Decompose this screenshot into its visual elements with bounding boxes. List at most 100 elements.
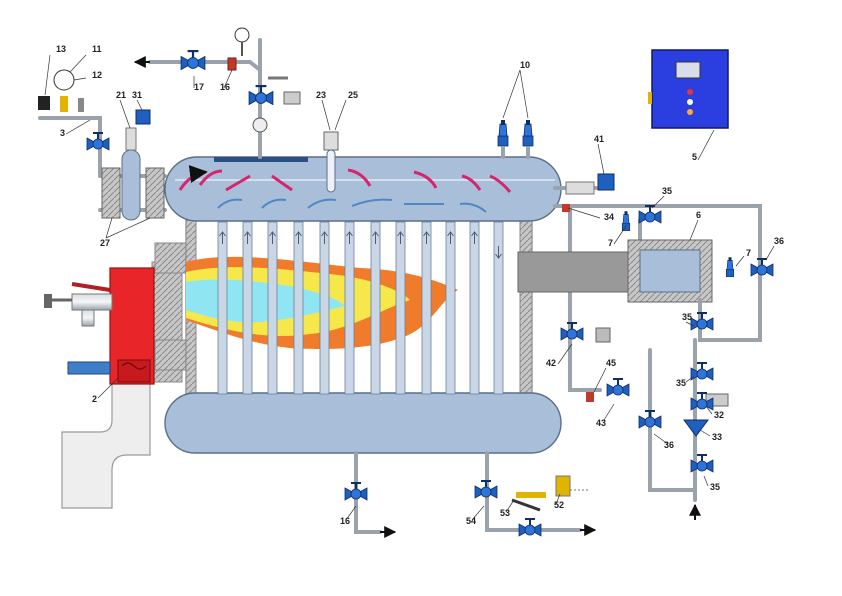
callout-number: 54 <box>466 516 476 526</box>
flow-arrow-icon <box>471 231 478 244</box>
callout-number: 43 <box>596 418 606 428</box>
callout-leader <box>593 367 607 393</box>
callout-number: 31 <box>132 90 142 100</box>
safety-valve-icon[interactable] <box>522 119 534 147</box>
flow-arrow-icon <box>219 231 226 244</box>
callout-number: 34 <box>604 212 614 222</box>
callout-leader <box>65 119 91 135</box>
callout-number: 5 <box>692 152 697 162</box>
callout-leader <box>345 505 357 521</box>
fire-tube <box>469 221 480 395</box>
valve-icon[interactable] <box>560 322 584 341</box>
callout-number: 2 <box>92 394 97 404</box>
fire-tubes <box>217 221 504 395</box>
callout-leader <box>703 475 709 487</box>
callout-leader <box>557 343 573 365</box>
flow-arrow-icon <box>495 246 502 259</box>
callout-number: 35 <box>682 312 692 322</box>
callout-number: 35 <box>710 482 720 492</box>
valve-icon[interactable] <box>248 85 274 106</box>
callout-leader <box>73 77 87 81</box>
callout-number: 23 <box>316 90 326 100</box>
valve-icon[interactable] <box>518 518 542 537</box>
callout-number: 6 <box>696 210 701 220</box>
callout-number: 17 <box>194 82 204 92</box>
flue-duct <box>61 379 151 509</box>
callout-leader <box>136 99 143 111</box>
fire-tube <box>293 221 304 395</box>
fire-tube <box>217 221 228 395</box>
valve-icon[interactable] <box>86 132 110 151</box>
fire-tube <box>370 221 381 395</box>
callout-leader <box>699 429 711 437</box>
valve-icon[interactable] <box>180 50 206 71</box>
callout-leader <box>321 99 331 131</box>
callout-leader <box>471 505 485 521</box>
fire-tube <box>493 221 504 395</box>
callout-leader <box>502 69 529 119</box>
callout-leader <box>685 375 695 383</box>
valve-icon[interactable] <box>690 312 714 331</box>
callout-leader <box>119 99 131 129</box>
sensor-icon <box>586 392 594 402</box>
flow-arrow-icon <box>346 231 353 244</box>
valve-icon[interactable] <box>750 258 774 277</box>
safety-valve-icon[interactable] <box>497 119 509 147</box>
callout-leader <box>555 493 561 505</box>
economizer-pipework <box>517 173 762 520</box>
callout-number: 16 <box>340 516 350 526</box>
callout-leader <box>651 195 665 209</box>
callout-number: 35 <box>662 186 672 196</box>
flow-arrow-icon <box>244 231 251 244</box>
fire-tube <box>421 221 432 395</box>
fire-tube <box>395 221 406 395</box>
safety-valve-icon[interactable] <box>725 256 735 278</box>
callout-leader <box>613 225 627 245</box>
callout-number: 7 <box>746 248 751 258</box>
valve-icon[interactable] <box>606 378 630 397</box>
steam-outlet-pipework <box>133 27 308 162</box>
valve-icon[interactable] <box>638 410 662 429</box>
callout-leader <box>567 207 601 219</box>
callout-number: 7 <box>608 238 613 248</box>
callout-leader <box>735 255 745 267</box>
control-cabinet <box>648 49 729 129</box>
flow-arrow-icon <box>372 231 379 244</box>
callout-number: 12 <box>92 70 102 80</box>
fire-tube <box>319 221 330 395</box>
strainer-icon <box>683 419 709 437</box>
blowdown-pipework <box>354 451 597 538</box>
callout-leader <box>44 54 51 96</box>
fire-tube <box>344 221 355 395</box>
safety-valve-icon[interactable] <box>621 210 631 232</box>
callout-leader <box>334 99 347 131</box>
callout-leader <box>69 54 87 73</box>
callout-leader <box>689 219 699 241</box>
sensor-icon <box>562 204 570 212</box>
callout-number: 45 <box>606 358 616 368</box>
sensor-icon <box>595 327 611 343</box>
fire-tube <box>267 221 278 395</box>
callout-number: 33 <box>712 432 722 442</box>
callout-leader <box>685 321 695 327</box>
callout-number: 36 <box>664 440 674 450</box>
flow-arrow-icon <box>423 231 430 244</box>
fire-tube <box>445 221 456 395</box>
callout-leader <box>765 245 775 261</box>
valve-icon[interactable] <box>344 482 368 501</box>
callout-number: 35 <box>676 378 686 388</box>
flow-arrow-icon <box>295 231 302 244</box>
callout-leader <box>603 403 615 421</box>
callout-number: 41 <box>594 134 604 144</box>
level-gauge-assembly <box>38 69 167 221</box>
flow-arrow-icon <box>397 231 404 244</box>
flow-arrow-icon <box>321 231 328 244</box>
callout-number: 3 <box>60 128 65 138</box>
callout-number: 42 <box>546 358 556 368</box>
callout-number: 52 <box>554 500 564 510</box>
callout-number: 13 <box>56 44 66 54</box>
valve-icon[interactable] <box>474 480 498 499</box>
callout-leader <box>505 499 515 513</box>
